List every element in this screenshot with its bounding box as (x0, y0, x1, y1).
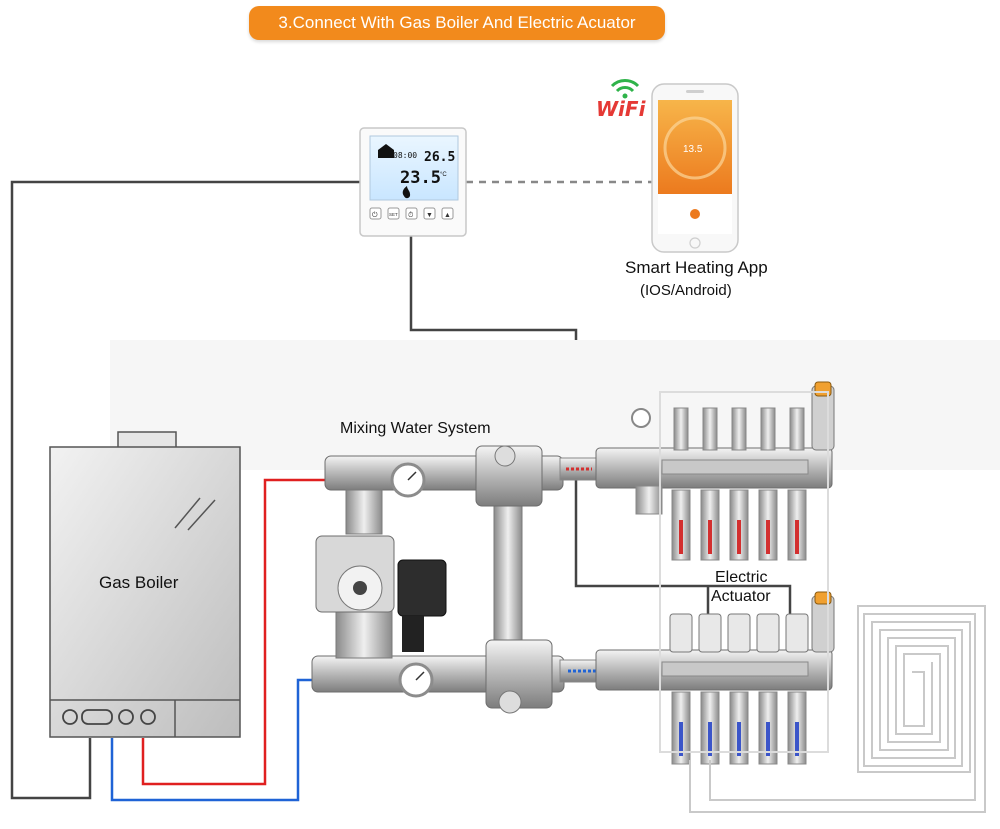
up-button[interactable] (441, 207, 454, 220)
power-icon: ⏻ (372, 211, 378, 219)
app-screen-temp: 13.5 (683, 144, 703, 155)
actuator-head (669, 613, 693, 653)
home-icon (378, 144, 394, 158)
thermostat-unit: °C (440, 172, 447, 178)
gas-boiler (49, 431, 241, 738)
down-button[interactable] (423, 207, 436, 220)
boiler-knob-icon (140, 709, 156, 725)
thermostat: 08:00 26.5 23.5 °C ⏻ SET ⏱ ▼ ▲ (359, 127, 467, 237)
actuator-head (756, 613, 780, 653)
return-manifold (595, 591, 835, 765)
supply-pipe (141, 478, 325, 786)
electric-actuators (669, 613, 809, 653)
boiler-knob-icon (118, 709, 134, 725)
wifi-logo: WiFi (596, 79, 647, 121)
actuator-head (785, 613, 809, 653)
diagram-title: 3.Connect With Gas Boiler And Electric A… (249, 6, 665, 40)
actuator-label-line1: Electric (715, 569, 768, 586)
thermostat-set-temp: 23.5 (400, 168, 441, 188)
boiler-control-wire (10, 180, 360, 800)
mixing-water-system (311, 445, 565, 714)
power-button[interactable] (369, 207, 382, 220)
flame-icon (402, 186, 411, 199)
actuator-head (698, 613, 722, 653)
supply-manifold (595, 381, 835, 561)
underfloor-loop (659, 391, 986, 813)
smartphone: 13.5 (651, 83, 739, 253)
app-label: Smart Heating App (625, 258, 768, 277)
app-platforms: (IOS/Android) (640, 282, 732, 299)
wifi-text: WiFi (596, 97, 647, 121)
boiler-display-icon (81, 709, 113, 725)
set-label: SET (389, 212, 398, 217)
actuator-head (727, 613, 751, 653)
set-button[interactable] (387, 207, 400, 220)
timer-icon: ⏱ (408, 211, 414, 219)
boiler-label: Gas Boiler (99, 573, 179, 592)
return-pipe (110, 678, 312, 802)
thermostat-time: 08:00 (393, 151, 417, 160)
chevron-up-icon: ▲ (444, 212, 451, 219)
thermostat-buttons: ⏻ SET ⏱ ▼ ▲ (369, 207, 454, 220)
actuator-label-line2: Actuator (711, 588, 771, 605)
chevron-down-icon: ▼ (426, 212, 433, 219)
manifold-backdrop (110, 340, 1000, 470)
thermostat-room-temp: 26.5 (424, 150, 455, 165)
mixing-system-label: Mixing Water System (340, 420, 491, 437)
wifi-icon (610, 79, 640, 88)
manifold-feed-pipes (559, 457, 631, 683)
app-power-icon (690, 209, 700, 219)
pressure-gauge-icon (631, 408, 651, 428)
boiler-knob-icon (62, 709, 78, 725)
timer-button[interactable] (405, 207, 418, 220)
